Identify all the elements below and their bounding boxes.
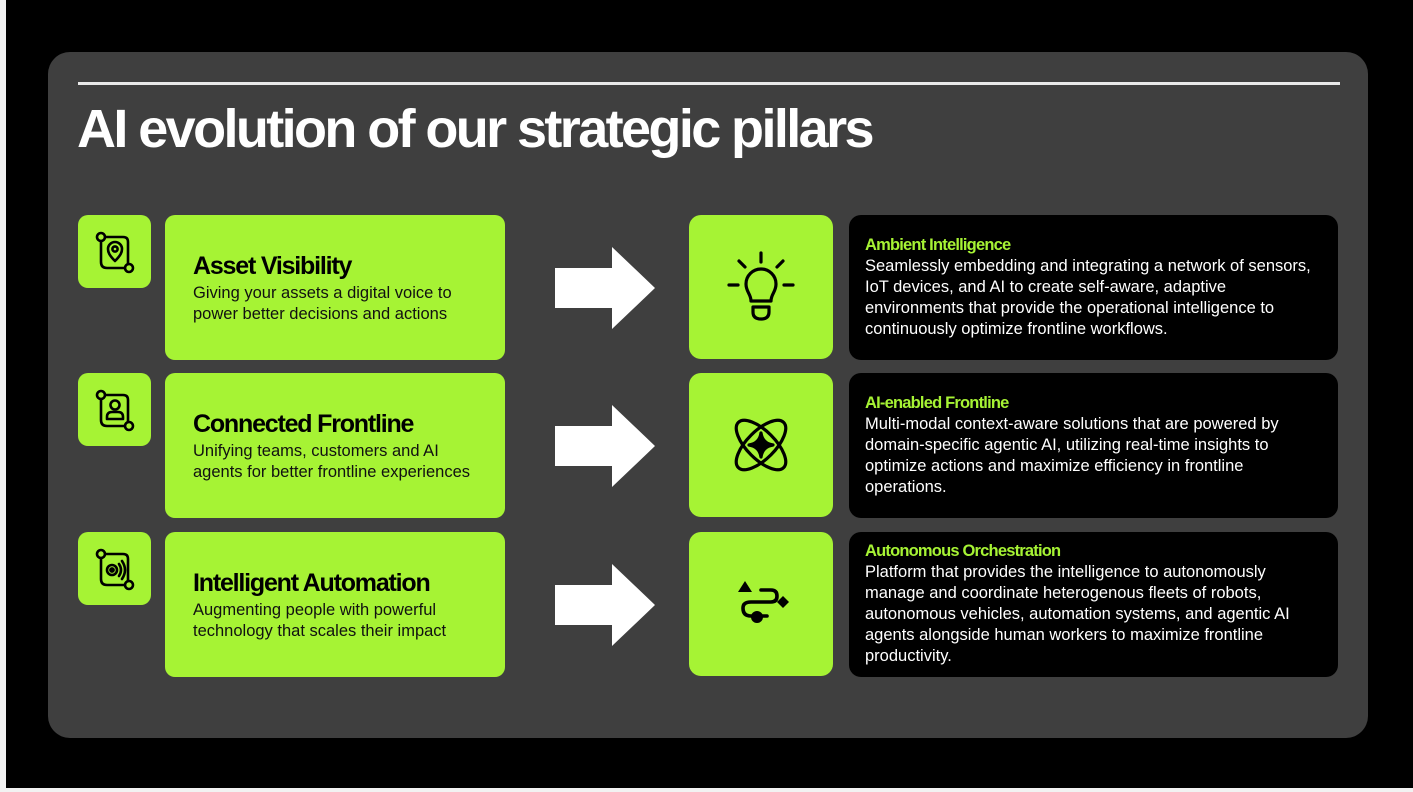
gear-signal-workflow-icon: [78, 532, 151, 605]
pillar-card: Intelligent Automation Augmenting people…: [165, 532, 505, 677]
detail-title: Ambient Intelligence: [865, 236, 1011, 254]
detail-card: AI-enabled Frontline Multi-modal context…: [849, 373, 1338, 518]
bottom-edge-strip: [0, 788, 1413, 792]
right-arrow-icon: [555, 405, 655, 487]
route-flow-icon: [689, 532, 833, 676]
lightbulb-icon: [689, 215, 833, 359]
pillar-description: Unifying teams, customers and AI agents …: [193, 441, 470, 481]
pillar-row-connected-frontline: Connected Frontline Unifying teams, cust…: [48, 373, 1368, 519]
page-title: AI evolution of our strategic pillars: [77, 99, 875, 159]
detail-title: AI-enabled Frontline: [865, 394, 1009, 412]
pillar-description: Augmenting people with powerful technolo…: [193, 600, 447, 640]
right-arrow-icon: [555, 247, 655, 329]
pillar-title: Asset Visibility: [193, 251, 352, 280]
atom-sparkle-icon: [689, 373, 833, 517]
title-divider: [78, 82, 1340, 85]
person-workflow-icon: [78, 373, 151, 446]
detail-description: Platform that provides the intelligence …: [865, 563, 1290, 665]
detail-description: Seamlessly embedding and integrating a n…: [865, 257, 1311, 338]
pillar-row-asset-visibility: Asset Visibility Giving your assets a di…: [48, 215, 1368, 361]
left-edge-strip: [0, 0, 6, 792]
detail-card: Ambient Intelligence Seamlessly embeddin…: [849, 215, 1338, 360]
detail-description: Multi-modal context-aware solutions that…: [865, 415, 1279, 496]
right-arrow-icon: [555, 564, 655, 646]
pillar-card: Connected Frontline Unifying teams, cust…: [165, 373, 505, 518]
content-panel: AI evolution of our strategic pillars As…: [48, 52, 1368, 738]
pillar-description: Giving your assets a digital voice to po…: [193, 283, 452, 323]
location-pin-workflow-icon: [78, 215, 151, 288]
pillar-title: Intelligent Automation: [193, 568, 431, 597]
pillar-title: Connected Frontline: [193, 409, 414, 438]
detail-card: Autonomous Orchestration Platform that p…: [849, 532, 1338, 677]
pillar-row-intelligent-automation: Intelligent Automation Augmenting people…: [48, 532, 1368, 678]
pillar-card: Asset Visibility Giving your assets a di…: [165, 215, 505, 360]
detail-title: Autonomous Orchestration: [865, 542, 1061, 560]
